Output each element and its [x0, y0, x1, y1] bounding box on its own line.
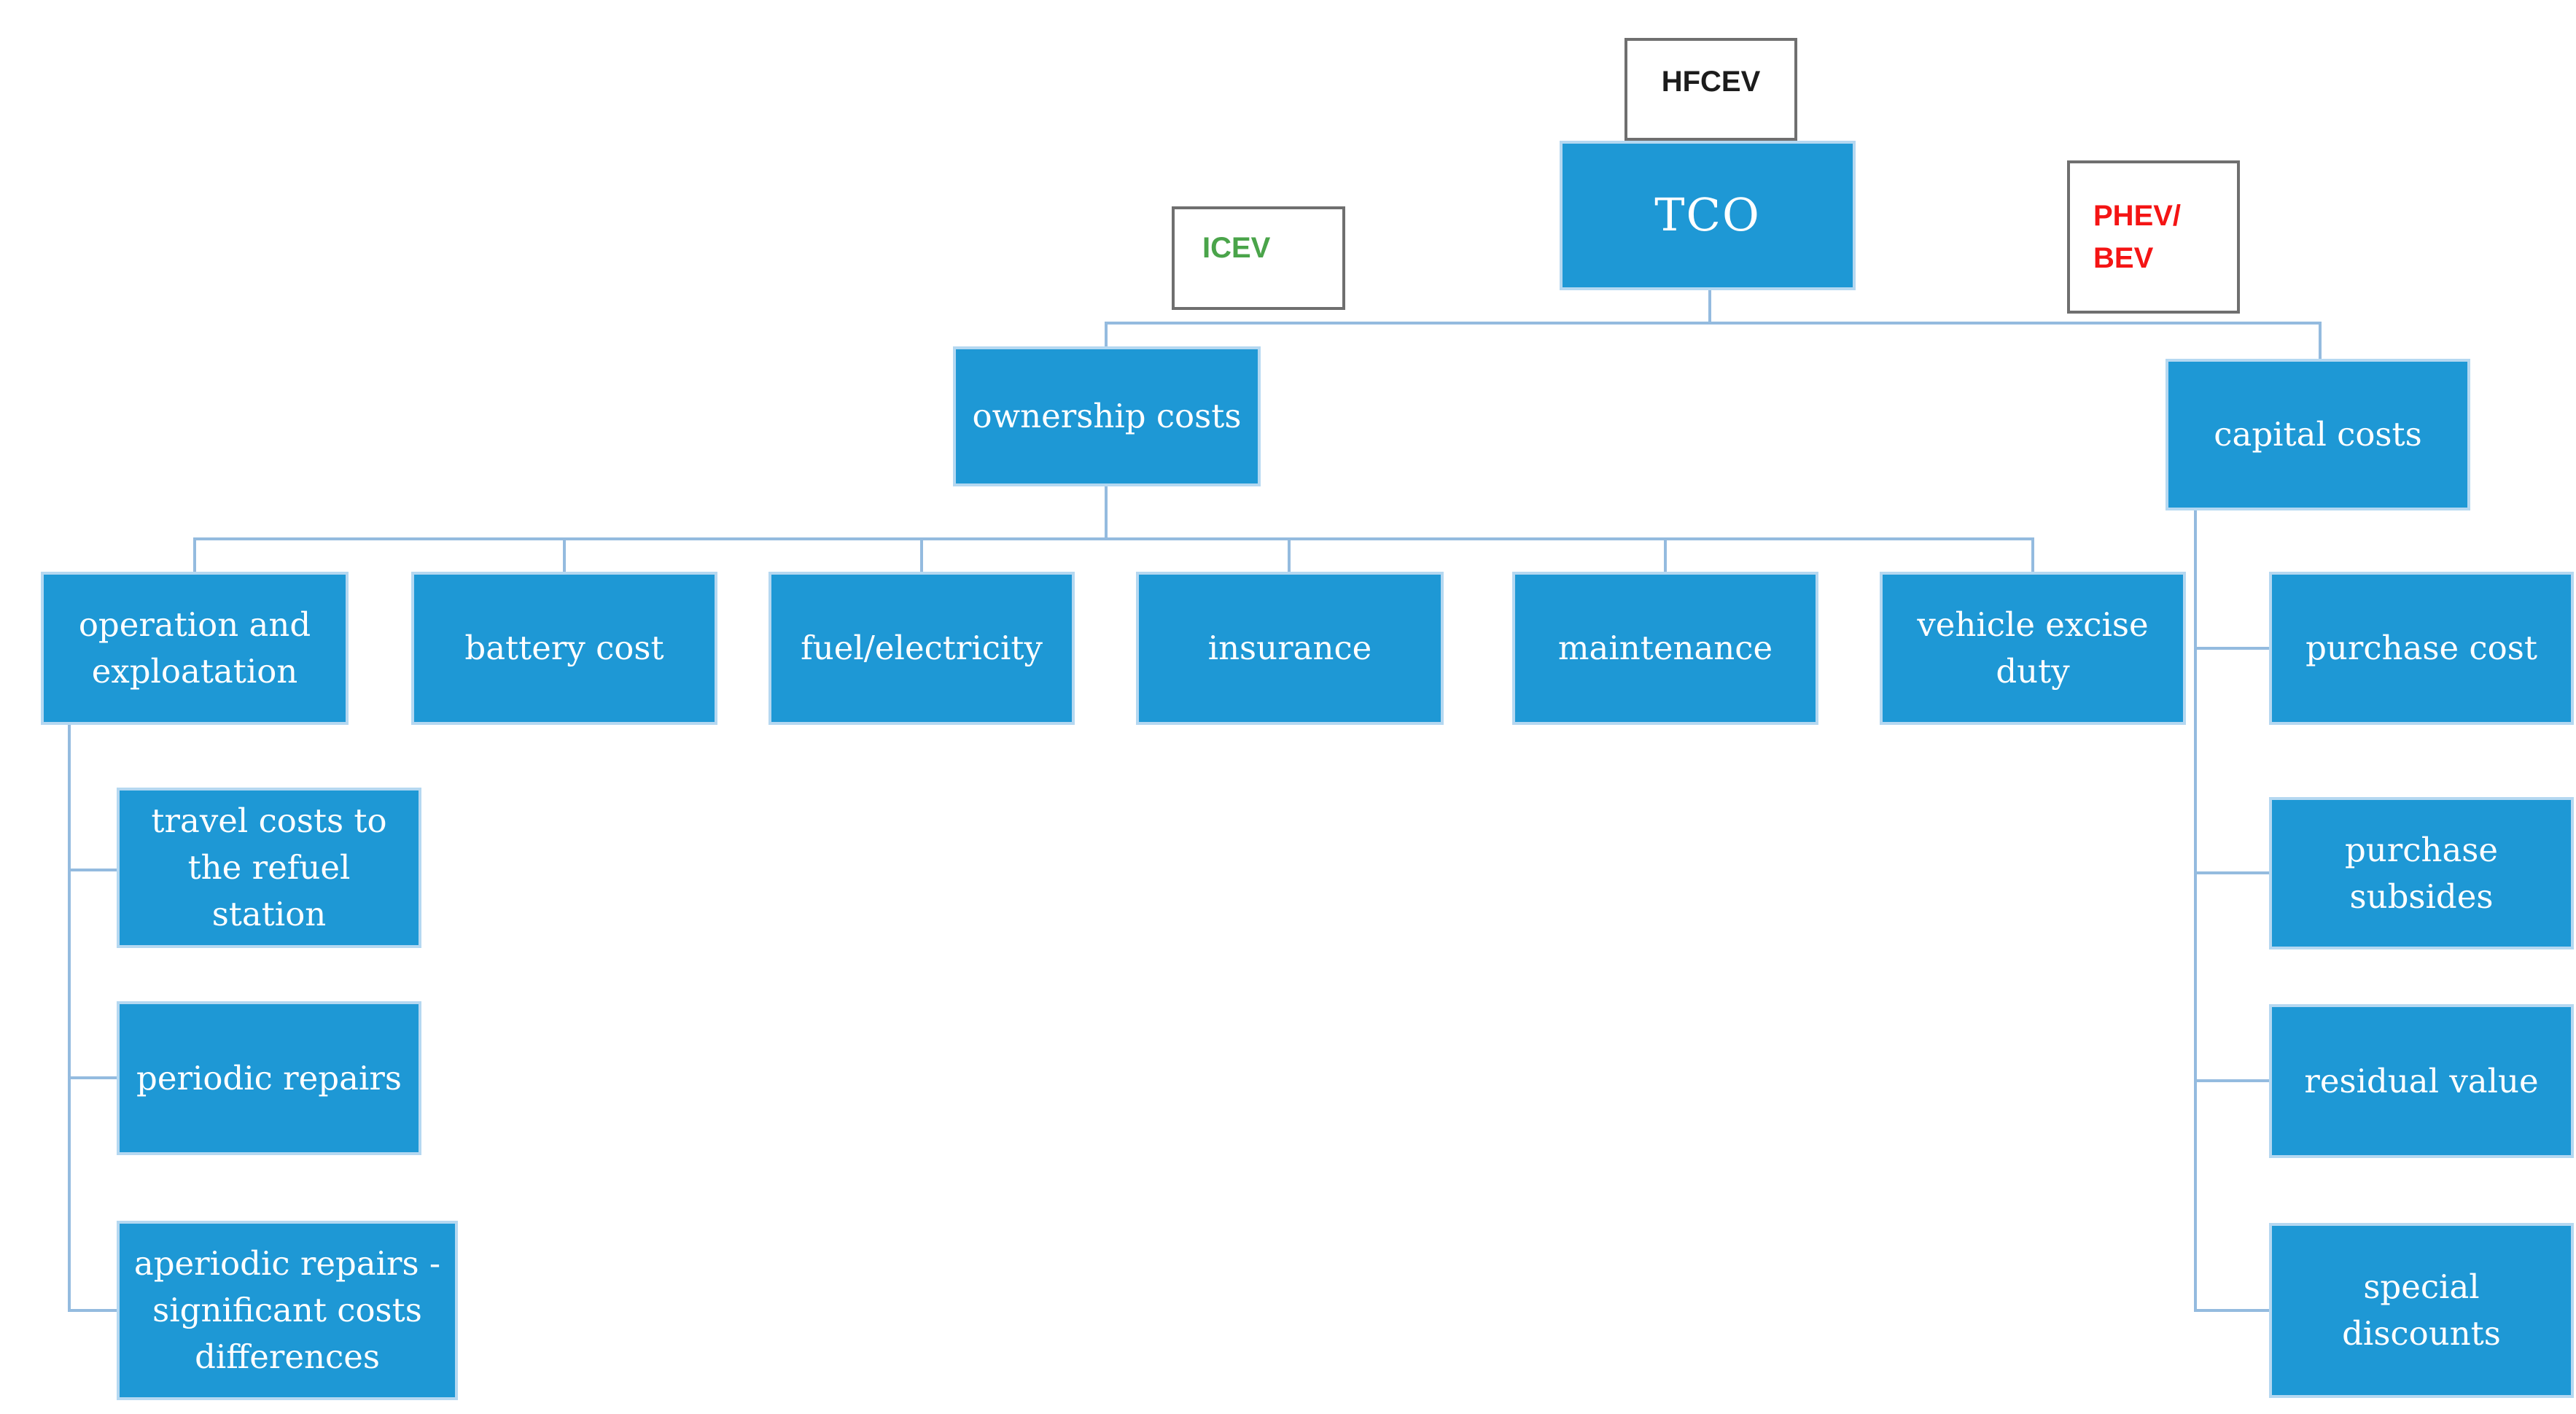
connector-ownership-drop — [1105, 322, 1108, 349]
node-purchase-subsides: purchase subsides — [2269, 797, 2574, 949]
connector-insurance-drop — [1288, 537, 1291, 574]
connector-purchase-cost-stub — [2194, 647, 2269, 650]
connector-discounts-stub — [2194, 1309, 2269, 1312]
connector-maintenance-drop — [1664, 537, 1667, 574]
node-vehicle-excise-duty: vehicle excise duty — [1880, 572, 2186, 725]
node-insurance: insurance — [1136, 572, 1444, 725]
connector-periodic-stub — [68, 1076, 119, 1079]
connector-residual-stub — [2194, 1079, 2269, 1082]
node-fuel-electricity: fuel/electricity — [768, 572, 1075, 725]
connector-level2-horizontal — [193, 537, 2034, 540]
node-travel-costs: travel costs to the refuel station — [117, 788, 421, 948]
node-tco: TCO — [1560, 141, 1856, 290]
node-operation-and-exploatation: operation and exploatation — [41, 572, 349, 725]
connector-operation-stem — [68, 723, 71, 1312]
connector-travel-stub — [68, 869, 119, 871]
connector-tco-drop — [1708, 290, 1711, 325]
node-capital-costs: capital costs — [2166, 359, 2470, 510]
connector-battery-drop — [563, 537, 566, 574]
connector-capital-drop — [2319, 322, 2322, 362]
node-residual-value: residual value — [2269, 1004, 2574, 1158]
connector-aperiodic-stub — [68, 1309, 119, 1312]
connector-excise-drop — [2031, 537, 2034, 574]
connector-operation-drop — [193, 537, 196, 574]
node-battery-cost: battery cost — [411, 572, 717, 725]
legend-hfcev: HFCEV — [1624, 38, 1797, 141]
node-maintenance: maintenance — [1512, 572, 1818, 725]
legend-phev-bev: PHEV/ BEV — [2067, 160, 2240, 314]
connector-capital-stem — [2194, 509, 2197, 1312]
node-periodic-repairs: periodic repairs — [117, 1001, 421, 1155]
node-aperiodic-repairs: aperiodic repairs - significant costs di… — [117, 1221, 458, 1400]
connector-subsides-stub — [2194, 871, 2269, 874]
legend-icev: ICEV — [1172, 206, 1345, 310]
connector-ownership-stem — [1105, 485, 1108, 540]
node-ownership-costs: ownership costs — [953, 346, 1261, 486]
connector-fuel-drop — [920, 537, 923, 574]
node-purchase-cost: purchase cost — [2269, 572, 2574, 725]
node-special-discounts: special discounts — [2269, 1223, 2574, 1398]
connector-level1-horizontal — [1105, 322, 2322, 325]
